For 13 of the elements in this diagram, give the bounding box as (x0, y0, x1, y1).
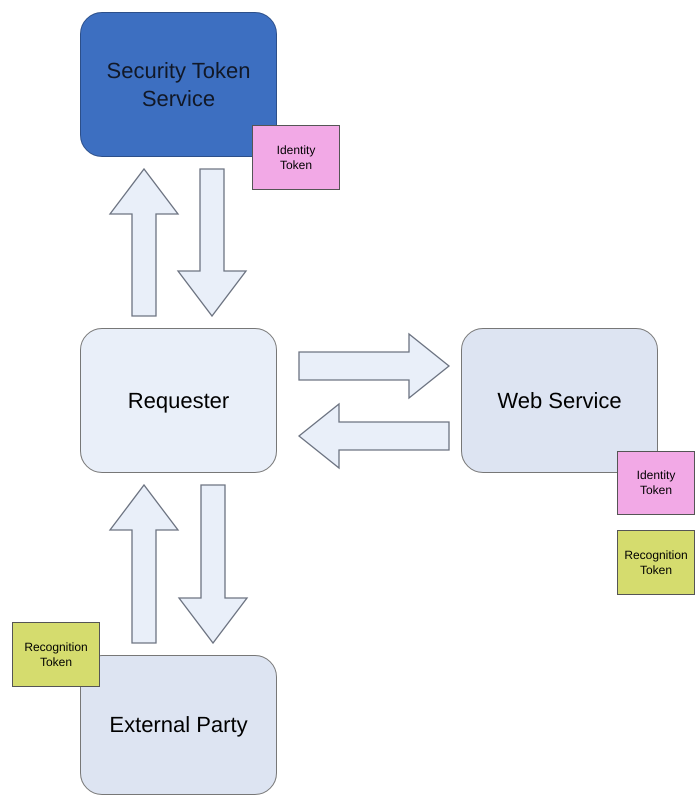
block-arrow (298, 332, 450, 400)
block-arrow (298, 402, 450, 470)
party-box: External Party (80, 655, 277, 795)
block-arrow (178, 484, 248, 644)
token-card: Identity Token (252, 125, 340, 190)
block-arrow (108, 168, 180, 317)
service-box: Security Token Service (80, 12, 277, 157)
block-arrow (176, 168, 248, 318)
token-card: Identity Token (617, 451, 695, 515)
requester-box: Requester (80, 328, 277, 473)
token-card: Recognition Token (617, 530, 695, 595)
token-card: Recognition Token (12, 622, 100, 687)
block-arrow (108, 484, 180, 644)
